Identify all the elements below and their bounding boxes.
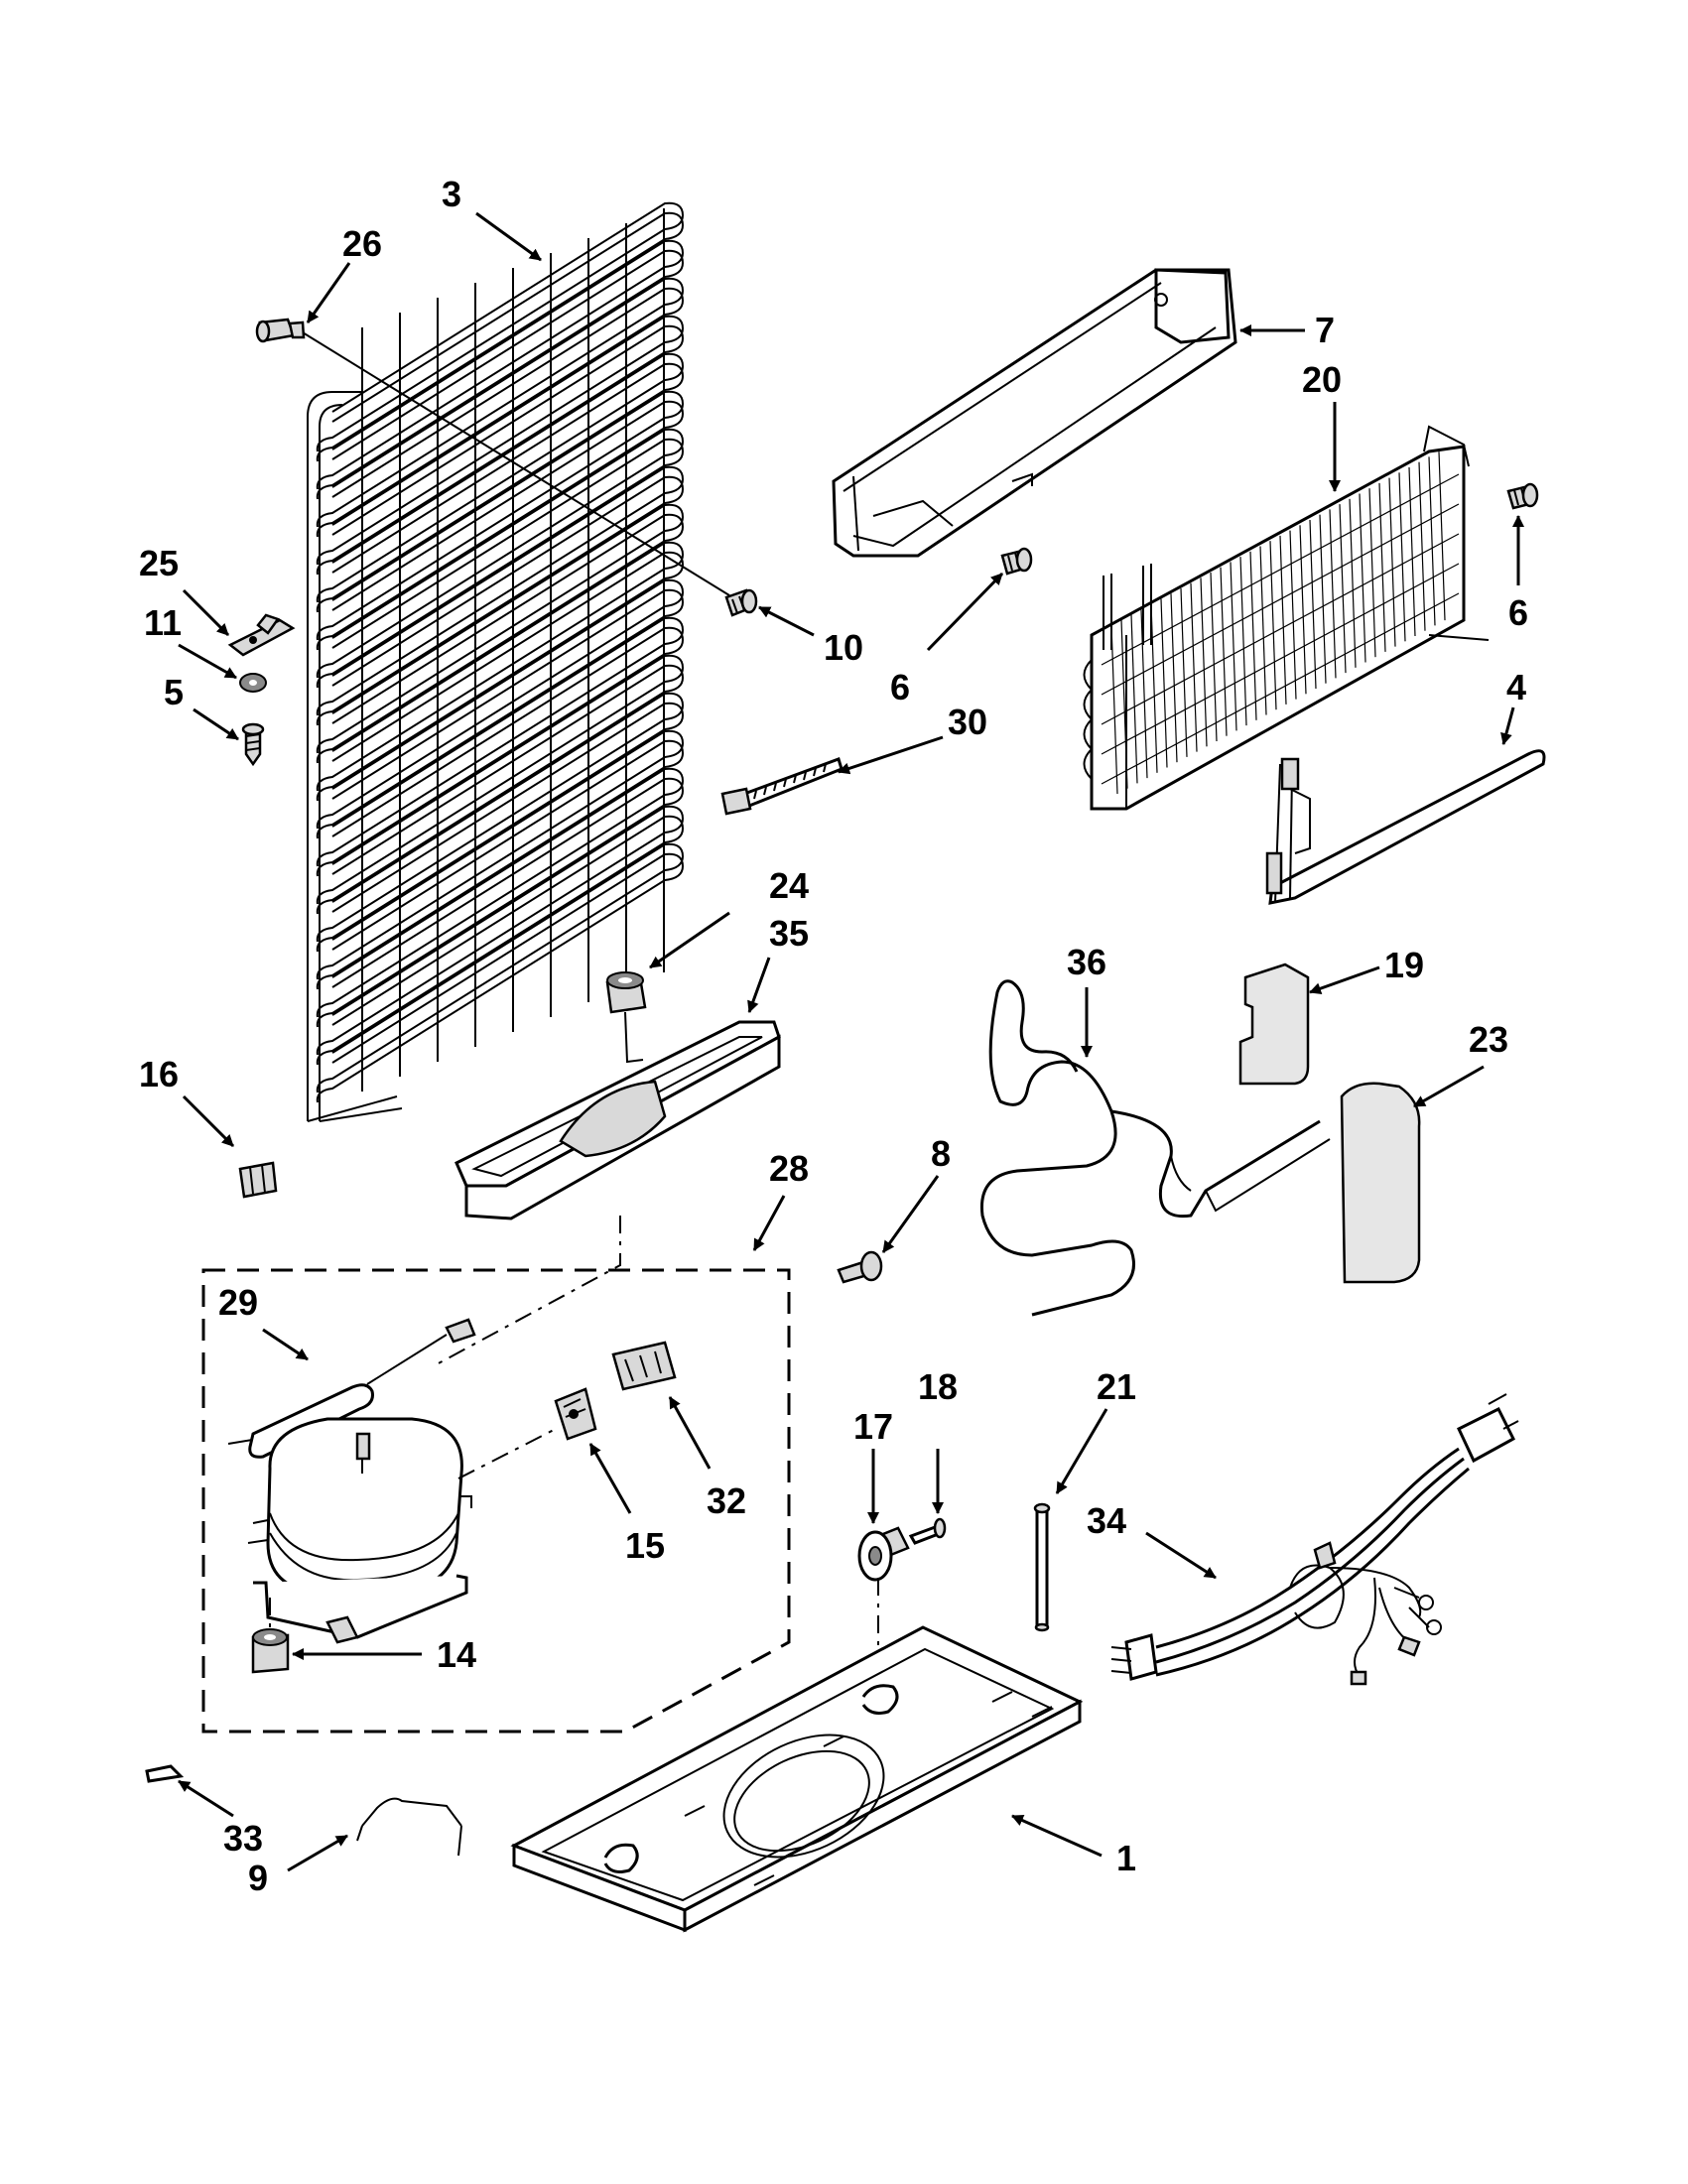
drain-pan (454, 1020, 781, 1220)
evaporator (1083, 425, 1490, 811)
tubing-clip (238, 1161, 278, 1199)
wire-retainer (356, 1797, 462, 1857)
evaporator-screw-upper (1506, 482, 1539, 510)
callout-9: 9 (248, 1858, 268, 1898)
cable-tie (720, 757, 844, 816)
callout-30: 30 (948, 702, 987, 742)
callout-labels: 3 26 7 20 25 11 5 10 6 6 4 30 24 35 36 1… (139, 174, 1528, 1898)
callout-11: 11 (144, 602, 182, 643)
callout-3: 3 (442, 174, 461, 214)
callout-18: 18 (918, 1366, 958, 1407)
callout-10: 10 (824, 627, 863, 668)
roller (857, 1526, 910, 1582)
callout-28: 28 (769, 1148, 809, 1189)
shield-clip (145, 1764, 185, 1783)
callout-32: 32 (707, 1480, 746, 1521)
relay-cover (611, 1341, 677, 1391)
callout-1: 1 (1116, 1838, 1136, 1878)
screw (241, 722, 265, 767)
callout-4: 4 (1506, 667, 1526, 707)
callout-21: 21 (1097, 1366, 1136, 1407)
compressor-grommet (251, 1598, 290, 1674)
callout-23: 23 (1469, 1019, 1508, 1060)
condenser-plug (255, 318, 306, 343)
callout-20: 20 (1302, 359, 1342, 400)
roller-axle (877, 1517, 947, 1692)
condenser-screw (724, 588, 758, 617)
condensate-tube (979, 979, 1331, 1317)
callout-29: 29 (218, 1282, 258, 1323)
leader-lines (178, 211, 1524, 1872)
foam-block-large (1340, 1082, 1421, 1284)
pan-grommet (837, 1250, 883, 1284)
wiring-harness (1110, 1393, 1519, 1686)
callout-25: 25 (139, 543, 179, 583)
callout-33: 33 (223, 1818, 263, 1859)
drain-trough (832, 268, 1237, 558)
evaporator-screw (1000, 547, 1033, 576)
compressor-group-boundary (201, 1216, 791, 1734)
callout-6-right: 6 (1508, 592, 1528, 633)
rubber-washer (239, 673, 267, 693)
callout-35: 35 (769, 913, 809, 954)
compressor (247, 1417, 557, 1644)
callout-19: 19 (1384, 945, 1424, 985)
foam-block-small (1238, 963, 1310, 1086)
callout-36: 36 (1067, 942, 1106, 982)
base-pan (510, 1625, 1084, 1933)
callout-15: 15 (625, 1525, 665, 1566)
defrost-heater (1265, 749, 1546, 905)
callout-16: 16 (139, 1054, 179, 1094)
callout-26: 26 (342, 223, 382, 264)
cabinet-pin (1033, 1502, 1051, 1632)
callout-17: 17 (853, 1406, 893, 1447)
callout-14: 14 (437, 1634, 476, 1675)
callout-34: 34 (1087, 1500, 1126, 1541)
callout-6-left: 6 (890, 667, 910, 707)
callout-24: 24 (769, 865, 809, 906)
mounting-bracket (227, 613, 296, 657)
start-relay (554, 1387, 597, 1441)
pan-nut (605, 971, 647, 1064)
callout-7: 7 (1315, 310, 1335, 350)
condenser-coil (297, 201, 730, 1122)
callout-5: 5 (164, 672, 184, 712)
callout-8: 8 (931, 1133, 951, 1174)
